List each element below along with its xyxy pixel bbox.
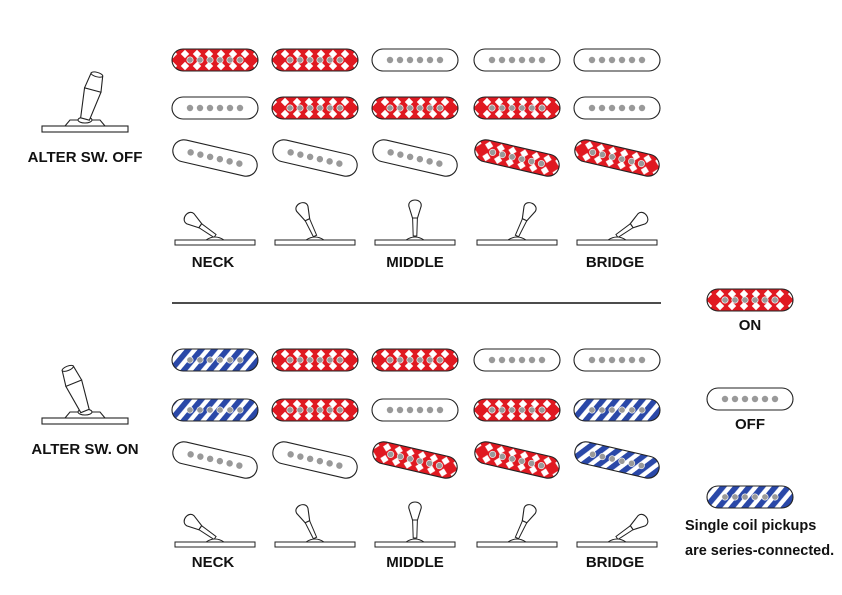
- pickup-on: [271, 96, 359, 120]
- selector-switch: [174, 513, 256, 548]
- alter-lever-down-icon: [41, 364, 129, 425]
- section-lever: [41, 364, 129, 425]
- selector-switch: [174, 211, 256, 246]
- pickup-on: [473, 398, 561, 422]
- legend-off-label: OFF: [735, 416, 765, 433]
- pickup-on: [271, 348, 359, 372]
- pickup-on: [371, 96, 459, 120]
- selector-switch: [576, 513, 658, 548]
- pickup-off: [371, 48, 459, 72]
- alter-switch-label: ALTER SW. ON: [31, 441, 138, 458]
- pickup-on: [474, 441, 560, 479]
- pickup-on: [371, 348, 459, 372]
- legend-off-swatch: [706, 387, 794, 411]
- pickup-on: [574, 139, 660, 177]
- legend-on-swatch: [706, 288, 794, 312]
- pickup-off: [473, 348, 561, 372]
- section-alter-off: ALTER SW. OFF NECK MIDDLE BRIDGE: [28, 48, 661, 271]
- pickup-off: [706, 387, 794, 411]
- selector-switch: [274, 202, 356, 246]
- selector-switch: [374, 501, 456, 548]
- selector-switch: [476, 202, 558, 246]
- pickup-grid: [171, 48, 661, 177]
- position-label-middle: MIDDLE: [386, 554, 444, 571]
- pickup-on: [474, 139, 560, 177]
- pickup-on: [372, 441, 458, 479]
- pickup-off: [573, 96, 661, 120]
- selector-switches: [174, 199, 658, 246]
- position-label-bridge: BRIDGE: [586, 554, 644, 571]
- legend-on-label: ON: [739, 317, 762, 334]
- pickup-series: [573, 398, 661, 422]
- pickup-off: [573, 348, 661, 372]
- section-lever: [41, 71, 129, 133]
- position-label-middle: MIDDLE: [386, 254, 444, 271]
- pickup-grid: [171, 348, 661, 479]
- pickup-off: [473, 48, 561, 72]
- section-alter-on: ALTER SW. ON NECK MIDDLE BRIDGE: [31, 348, 661, 571]
- legend-series-label-line2: are series-connected.: [685, 543, 834, 559]
- pickup-on: [473, 96, 561, 120]
- selector-switch: [476, 504, 558, 548]
- pickup-series: [706, 485, 794, 509]
- pickup-on: [706, 288, 794, 312]
- pickup-series: [171, 398, 259, 422]
- pickup-on: [271, 48, 359, 72]
- pickup-off: [272, 441, 358, 479]
- position-label-neck: NECK: [192, 254, 235, 271]
- pickup-off: [272, 139, 358, 177]
- selector-switch: [576, 211, 658, 246]
- position-label-neck: NECK: [192, 554, 235, 571]
- pickup-off: [371, 398, 459, 422]
- pickup-series: [171, 348, 259, 372]
- selector-switches: [174, 501, 658, 548]
- alter-lever-up-icon: [41, 71, 129, 133]
- selector-switch: [374, 199, 456, 246]
- pickup-series: [574, 441, 660, 479]
- pickup-off: [372, 139, 458, 177]
- legend-series-swatch: [706, 485, 794, 509]
- pickup-off: [172, 441, 258, 479]
- legend-series-label-line1: Single coil pickups: [685, 518, 816, 534]
- legend: ON OFF Single coil pickups are series-co…: [685, 288, 834, 559]
- pickup-off: [573, 48, 661, 72]
- pickup-on: [271, 398, 359, 422]
- pickup-off: [171, 96, 259, 120]
- pickup-off: [172, 139, 258, 177]
- pickup-on: [171, 48, 259, 72]
- selector-switch: [274, 504, 356, 548]
- position-label-bridge: BRIDGE: [586, 254, 644, 271]
- alter-switch-label: ALTER SW. OFF: [28, 149, 143, 166]
